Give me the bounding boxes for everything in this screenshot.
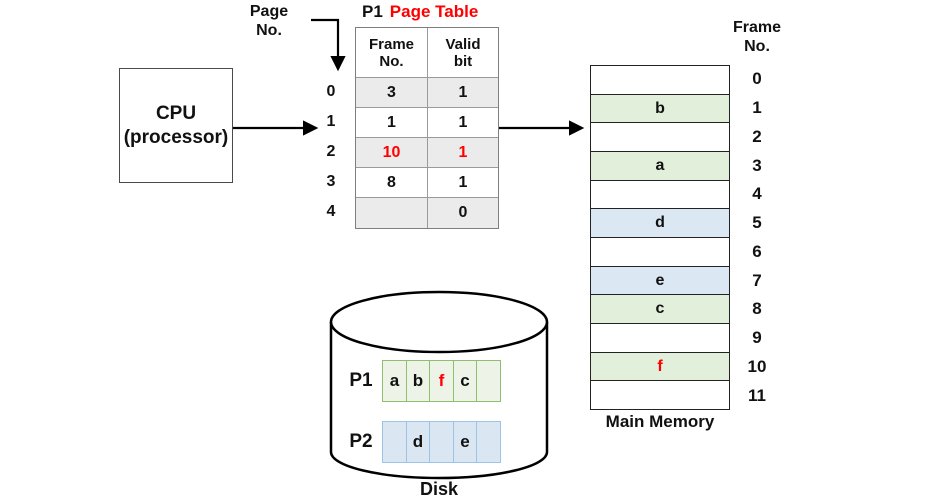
- memory-frame-row: [591, 238, 729, 267]
- memory-frame-row: [591, 324, 729, 353]
- disk-cell: f: [429, 360, 454, 402]
- frame-number-label: 8: [752, 299, 762, 319]
- disk-label: Disk: [419, 479, 459, 499]
- valid-bit-cell: 0: [428, 198, 498, 228]
- disk-cell: e: [452, 421, 478, 463]
- main-memory: b a d e c f: [590, 65, 730, 410]
- disk-cell: a: [382, 360, 407, 402]
- frame-number-label: 1: [752, 98, 762, 118]
- main-memory-label: Main Memory: [605, 412, 715, 431]
- page-table-header-row: Frame No. Valid bit: [356, 28, 498, 78]
- frame-content: f: [657, 357, 663, 375]
- table-row: 3 1: [356, 78, 498, 108]
- page-no-arrow: [311, 18, 346, 72]
- page-table: Frame No. Valid bit 3 1 1 1 10 1 8 1 0: [355, 27, 499, 229]
- disk-cylinder-top: [329, 290, 549, 354]
- disk-cell: b: [405, 360, 431, 402]
- table-row: 8 1: [356, 168, 498, 198]
- frame-number-label: 3: [752, 155, 762, 175]
- memory-frame-row: d: [591, 209, 729, 239]
- frame-content: c: [655, 300, 665, 318]
- disk-cell: c: [452, 360, 478, 402]
- frame-content: a: [655, 156, 665, 174]
- table-row: 1 1: [356, 108, 498, 138]
- page-no-label: Page No.: [249, 3, 289, 39]
- page-table-title-prefix: P1: [362, 2, 383, 21]
- disk-page-p1-label: P1: [349, 370, 373, 391]
- memory-frame-row: [591, 381, 729, 410]
- column-header-valid-bit: Valid bit: [428, 28, 498, 78]
- frame-no-cell: [356, 198, 428, 228]
- disk-page-p2-row: d e: [382, 421, 501, 463]
- valid-bit-cell: 1: [428, 78, 498, 108]
- frame-no-cell: 10: [356, 138, 428, 168]
- memory-frame-row: e: [591, 266, 729, 296]
- disk-page-p2-label: P2: [349, 431, 373, 452]
- memory-frame-row: f: [591, 352, 729, 382]
- memory-frame-row: [591, 123, 729, 153]
- page-number-column: 0 1 2 3 4: [316, 77, 346, 227]
- cpu-box: CPU (processor): [119, 68, 233, 183]
- table-row: 0: [356, 198, 498, 228]
- frame-content: b: [655, 99, 665, 117]
- frame-number-column: 0 1 2 3 4 5 6 7 8 9 10 11: [736, 65, 778, 410]
- valid-bit-cell: 1: [428, 108, 498, 138]
- memory-frame-row: c: [591, 295, 729, 325]
- page-number-label: 0: [326, 83, 336, 100]
- page-number-label: 3: [326, 173, 336, 190]
- cpu-label-line2: (processor): [123, 126, 229, 148]
- valid-bit-cell: 1: [428, 138, 498, 168]
- page-number-label: 1: [326, 113, 336, 130]
- frame-number-label: 5: [752, 213, 762, 233]
- frame-number-label: 2: [752, 126, 762, 146]
- column-header-frame-no: Frame No.: [356, 28, 428, 78]
- page-number-label: 4: [326, 203, 336, 220]
- disk-cell: [476, 360, 501, 402]
- frame-no-cell: 8: [356, 168, 428, 198]
- disk-cell: [476, 421, 501, 463]
- memory-frame-row: [591, 66, 729, 95]
- memory-frame-row: [591, 180, 729, 210]
- frame-no-cell: 1: [356, 108, 428, 138]
- frame-no-cell: 3: [356, 78, 428, 108]
- page-number-label: 2: [326, 143, 336, 160]
- cpu-label-line1: CPU: [155, 103, 197, 125]
- disk-cell: [382, 421, 407, 463]
- page-table-title-text: Page Table: [389, 2, 479, 21]
- frame-number-label: 6: [752, 241, 762, 261]
- frame-number-label: 4: [752, 184, 762, 204]
- frame-no-header: Frame No.: [732, 19, 782, 55]
- disk-cell: [429, 421, 454, 463]
- frame-number-label: 9: [752, 328, 762, 348]
- memory-frame-row: b: [591, 94, 729, 124]
- memory-frame-row: a: [591, 152, 729, 181]
- valid-bit-cell: 1: [428, 168, 498, 198]
- page-table-title: P1 Page Table: [362, 2, 478, 22]
- frame-number-label: 11: [748, 385, 766, 405]
- disk-page-p1-row: a b f c: [382, 360, 501, 402]
- frame-number-label: 10: [747, 356, 767, 376]
- page-table-body: 3 1 1 1 10 1 8 1 0: [356, 78, 498, 228]
- table-row: 10 1: [356, 138, 498, 168]
- frame-number-label: 0: [752, 69, 762, 89]
- frame-number-label: 7: [752, 270, 762, 290]
- frame-content: e: [655, 271, 665, 289]
- frame-content: d: [655, 214, 665, 232]
- disk-cell: d: [405, 421, 431, 463]
